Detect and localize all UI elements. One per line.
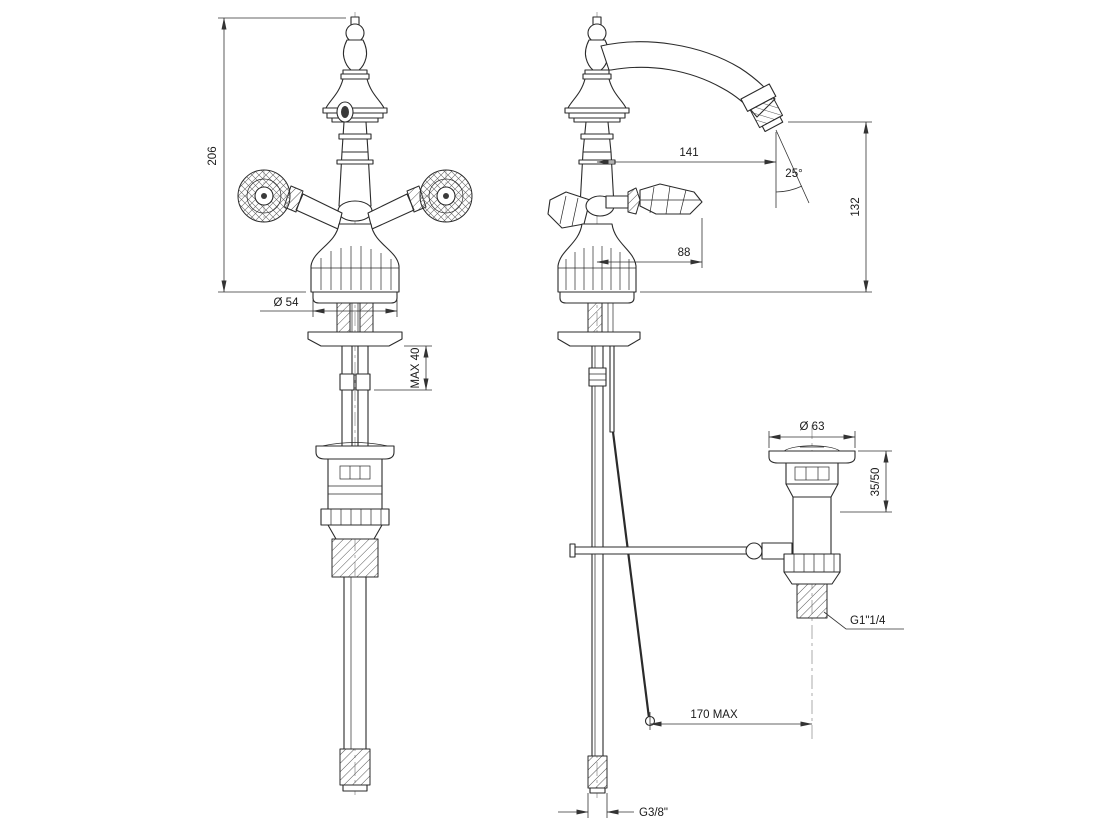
dim-label-waste-thread: G1"1/4: [850, 615, 886, 627]
dim-rod-reach: 170 MAX: [649, 709, 813, 730]
dim-label-handle-reach: 88: [678, 247, 691, 259]
dim-label-total-height: 206: [207, 146, 219, 165]
side-waste: [768, 445, 856, 619]
dim-deck-thickness: MAX 40: [374, 345, 432, 391]
dim-base-diameter: Ø 54: [260, 297, 398, 317]
dim-label-spout-height: 132: [850, 197, 862, 216]
dim-hose-thread: G3/8": [558, 793, 668, 819]
dim-total-height: 206: [207, 17, 346, 293]
dim-label-spout-reach: 141: [679, 147, 698, 159]
front-handle-left: [237, 169, 291, 223]
side-handle: [547, 183, 703, 229]
front-view: [237, 12, 473, 795]
side-aerator: [740, 83, 784, 133]
front-spout-column: [322, 16, 388, 222]
dim-waste-thread: G1"1/4: [823, 611, 904, 630]
dim-label-spout-angle: 25°: [785, 168, 802, 180]
dim-label-deck-thickness: MAX 40: [410, 348, 422, 389]
dim-spout-reach: 141: [596, 132, 777, 208]
side-spout: [600, 41, 784, 133]
dim-waste-adjust: 35/50: [840, 450, 892, 513]
dim-label-hose-thread: G3/8": [639, 807, 668, 819]
front-underdeck: [307, 302, 403, 447]
dimensions: 206 Ø 54 MAX 40 141 25°: [207, 17, 904, 819]
front-handle-right: [419, 169, 473, 223]
dim-label-base-diameter: Ø 54: [274, 297, 300, 309]
dim-waste-diameter: Ø 63: [768, 421, 856, 448]
dim-label-waste-diameter: Ø 63: [800, 421, 825, 433]
side-base: [557, 223, 637, 304]
side-view: [547, 12, 856, 798]
dim-label-rod-reach: 170 MAX: [690, 709, 738, 721]
dim-label-waste-adjust: 35/50: [870, 468, 882, 497]
front-base: [310, 223, 400, 304]
front-waste: [315, 442, 395, 792]
dim-spout-angle: 25°: [775, 129, 810, 204]
dim-handle-reach: 88: [596, 218, 703, 268]
dim-spout-height: 132: [640, 121, 872, 293]
side-column: [564, 16, 630, 207]
